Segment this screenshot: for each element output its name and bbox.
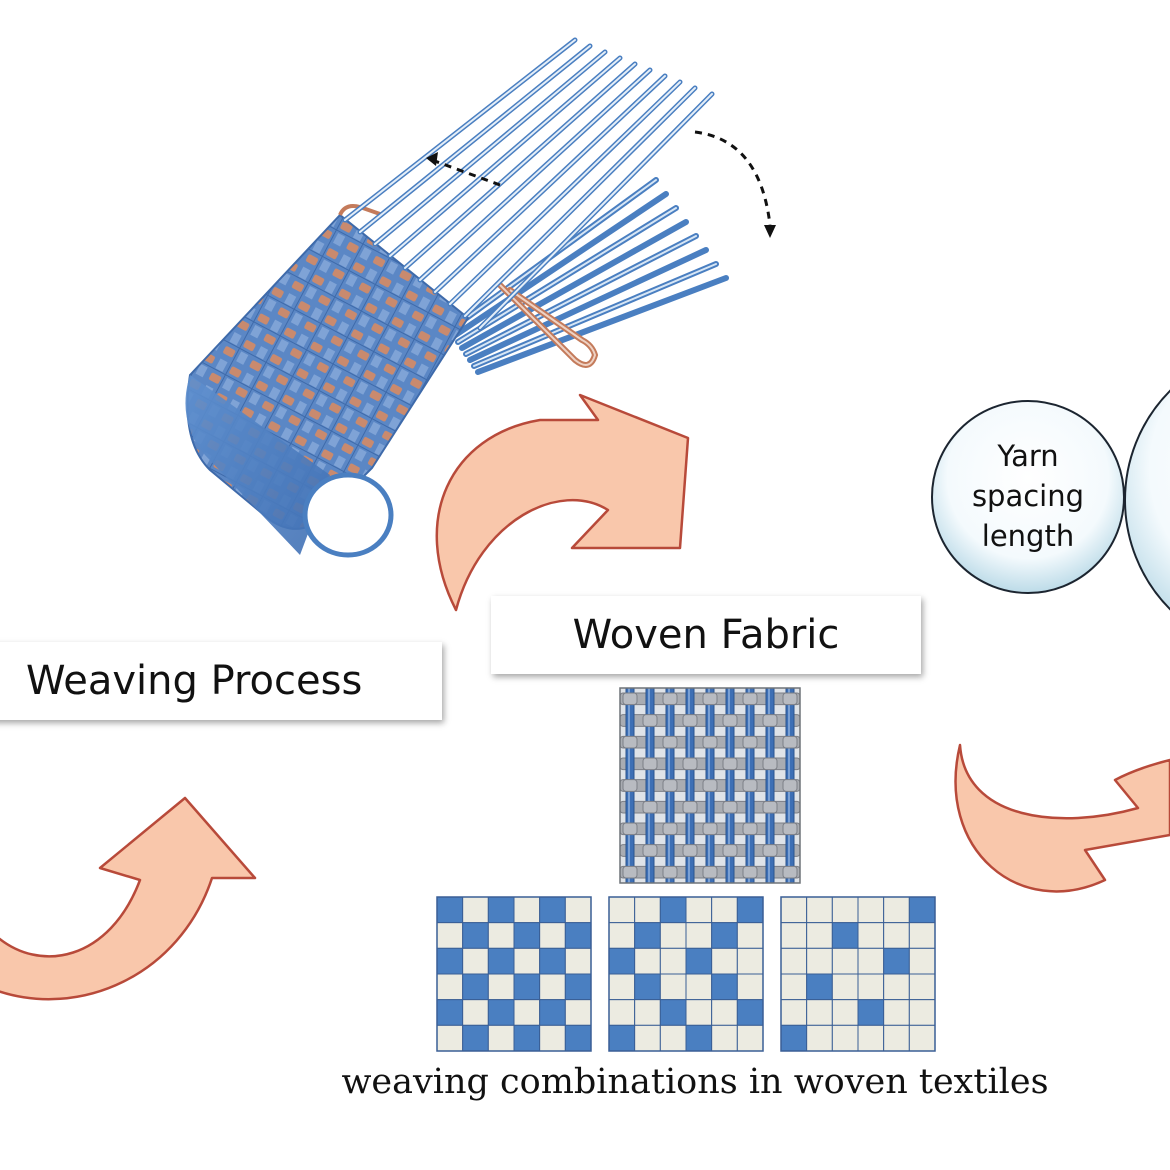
curved-arrow-bottom-left	[0, 796, 257, 1001]
weaving-combinations-caption: weaving combinations in woven textiles	[341, 1062, 1049, 1102]
upper-warp-yarns	[342, 37, 715, 331]
cloth-roll-edge	[185, 375, 330, 555]
bubble-line-2: spacing	[971, 479, 1085, 513]
yarn-spacing-bubble	[931, 400, 1125, 594]
bubble-line-1: Yarn	[997, 439, 1059, 473]
woven-fabric-closeup	[619, 687, 801, 884]
cloth-roll	[302, 472, 394, 558]
weave-pattern-satin	[780, 896, 936, 1052]
yarn-spacing-bubble-text: Yarn spacing length	[948, 436, 1108, 556]
curved-arrow-right	[954, 743, 1170, 893]
weave-pattern-twill	[608, 896, 764, 1052]
weaving-process-label: Weaving Process	[0, 642, 442, 720]
woven-fabric-text: Woven Fabric	[572, 612, 840, 658]
curved-arrow-top	[435, 393, 690, 612]
woven-fabric-label: Woven Fabric	[491, 596, 921, 674]
loom-illustration	[185, 37, 776, 558]
weave-pattern-plain	[436, 896, 592, 1052]
large-bubble	[1124, 389, 1170, 611]
bubble-line-3: length	[981, 519, 1075, 553]
weaving-process-text: Weaving Process	[26, 658, 363, 704]
lower-warp-yarns	[447, 177, 729, 375]
weave-pattern-grids	[436, 896, 936, 1052]
shed-motion-arrow	[694, 130, 772, 226]
